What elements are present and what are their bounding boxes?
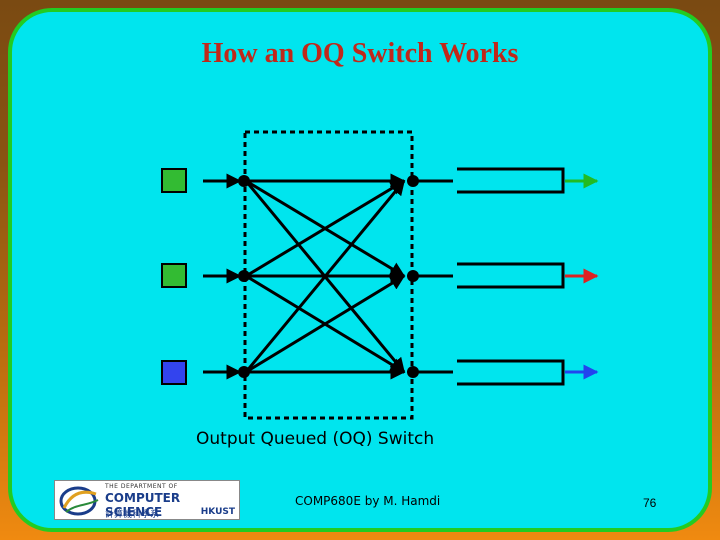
input-packet-3 (161, 360, 187, 385)
input-packet-1 (161, 168, 187, 193)
department-logo: THE DEPARTMENT OF COMPUTER SCIENCE 計算機科學… (54, 480, 240, 520)
output-queue-1 (457, 167, 565, 194)
input-node-2 (238, 270, 250, 282)
crossbar-link-3-2 (245, 274, 406, 374)
logo-hkust: HKUST (200, 507, 235, 517)
slide-title: How an OQ Switch Works (201, 38, 519, 69)
logo-chinese-name: 計算機科學系 (105, 510, 160, 520)
footer-course: COMP680E by M. Hamdi (295, 494, 441, 508)
crossbar-link-3-1 (244, 179, 406, 373)
output-queue-2 (457, 262, 565, 289)
logo-department-name: COMPUTER SCIENCE (105, 491, 181, 519)
page-number: 76 (643, 496, 657, 510)
output-queue-3 (457, 359, 565, 386)
logo-mark-icon (59, 486, 99, 516)
crossbar-links (244, 173, 406, 380)
crossbar-link-2-1 (245, 179, 406, 278)
input-node-1 (238, 175, 250, 187)
logo-top-text: THE DEPARTMENT OF (105, 483, 178, 490)
input-packet-2 (161, 263, 187, 288)
input-node-3 (238, 366, 250, 378)
diagram-caption: Output Queued (OQ) Switch (196, 429, 435, 449)
